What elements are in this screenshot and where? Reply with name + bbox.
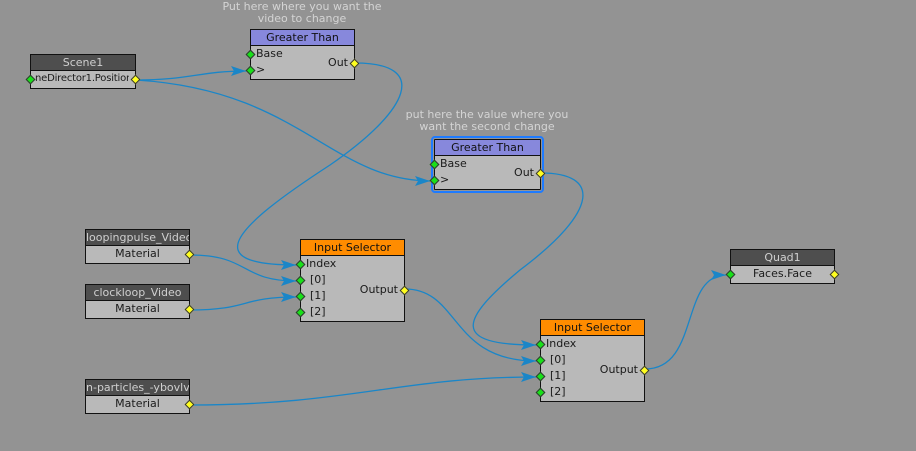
port-label: Out (514, 166, 534, 179)
wire-loop-to-sel1-0-arrow (281, 276, 296, 286)
node-particles[interactable]: n-particles_-ybovlvgs Material (85, 379, 195, 414)
port-label: [0] (310, 273, 326, 286)
port-label: > (256, 63, 266, 76)
port-label: neDirector1.Position (35, 73, 129, 84)
wire-particles-to-sel2-1-arrow (521, 372, 536, 382)
input-pin[interactable] (295, 259, 306, 270)
port-label: Material (115, 302, 160, 315)
port-label: Out (328, 56, 348, 69)
port-label: Base (256, 47, 283, 60)
wire-loop-to-sel1-0[interactable] (189, 254, 297, 282)
comment-2-line2: want the second change (419, 120, 555, 133)
node-title: Quad1 (731, 250, 834, 266)
port-label: Index (546, 337, 577, 350)
output-pin[interactable] (130, 74, 141, 85)
node-title: clockloop_Video (86, 285, 189, 301)
node-greater-than-2[interactable]: Greater Than Base > Out (429, 136, 546, 193)
wire-particles-to-sel2-1[interactable] (189, 376, 537, 406)
node-scene1[interactable]: Scene1 neDirector1.Position (25, 54, 141, 89)
input-pin[interactable] (535, 387, 546, 398)
input-pin[interactable] (535, 355, 546, 366)
wire-sel2-to-quad1[interactable] (644, 274, 727, 370)
wire-clock-to-sel1-1-arrow (281, 292, 296, 302)
port-label: > (440, 173, 450, 186)
node-title: n-particles_-ybovlvgs (86, 380, 189, 396)
node-quad1[interactable]: Quad1 Faces.Face (725, 249, 840, 284)
port-label: Output (599, 363, 638, 376)
wire-scene-to-gt2[interactable] (135, 79, 431, 182)
node-loopingpulse-video[interactable]: loopingpulse_Video Material (85, 229, 195, 264)
wire-gt1-to-sel1-index[interactable] (236, 62, 403, 266)
wire-gt2-to-sel2-index-arrow (521, 340, 536, 350)
comment-1-line2: video to change (257, 12, 347, 25)
node-title: loopingpulse_Video (86, 230, 189, 246)
comment-1-line1: Put here where you want the (222, 0, 382, 13)
input-pin[interactable] (429, 159, 440, 170)
node-title: Greater Than (251, 30, 354, 46)
input-pin[interactable] (295, 307, 306, 318)
node-input-selector-2[interactable]: Input Selector Index [0] [1] [2] Output (535, 319, 650, 402)
input-pin[interactable] (429, 175, 440, 186)
comment-2: put here the value where you want the se… (397, 109, 577, 133)
port-label: Output (359, 283, 398, 296)
comment-1: Put here where you want the video to cha… (212, 1, 392, 25)
input-pin[interactable] (245, 65, 256, 76)
port-label: [0] (550, 353, 566, 366)
node-title: Scene1 (31, 55, 135, 71)
input-pin[interactable] (25, 74, 36, 85)
node-title: Greater Than (435, 140, 540, 156)
input-pin[interactable] (245, 49, 256, 60)
wire-scene-to-gt1-arrow (231, 66, 246, 76)
wire-sel2-to-quad1-arrow (711, 270, 726, 280)
wire-gt1-to-sel1-index-arrow (281, 260, 296, 270)
input-pin[interactable] (295, 291, 306, 302)
wire-sel1-to-sel2-0-arrow (521, 356, 536, 366)
node-input-selector-1[interactable]: Input Selector Index [0] [1] [2] Output (295, 239, 410, 322)
port-label: [1] (550, 369, 566, 382)
node-title: Input Selector (541, 320, 644, 336)
wire-sel1-to-sel2-0[interactable] (404, 288, 537, 362)
port-label: Faces.Face (753, 267, 812, 280)
port-label: [2] (310, 305, 326, 318)
node-title: Input Selector (301, 240, 404, 256)
wire-scene-to-gt2-arrow (415, 176, 430, 186)
wire-scene-to-gt1[interactable] (135, 70, 247, 81)
port-label: Material (115, 397, 160, 410)
port-label: Index (306, 257, 337, 270)
node-clockloop-video[interactable]: clockloop_Video Material (85, 284, 195, 319)
port-label: [1] (310, 289, 326, 302)
port-label: [2] (550, 385, 566, 398)
input-pin[interactable] (295, 275, 306, 286)
wire-clock-to-sel1-1[interactable] (189, 296, 297, 311)
input-pin[interactable] (535, 371, 546, 382)
input-pin[interactable] (535, 339, 546, 350)
port-label: Material (115, 247, 160, 260)
port-label: Base (440, 157, 467, 170)
node-greater-than-1[interactable]: Greater Than Base > Out (245, 29, 360, 80)
comment-2-line1: put here the value where you (405, 108, 569, 121)
